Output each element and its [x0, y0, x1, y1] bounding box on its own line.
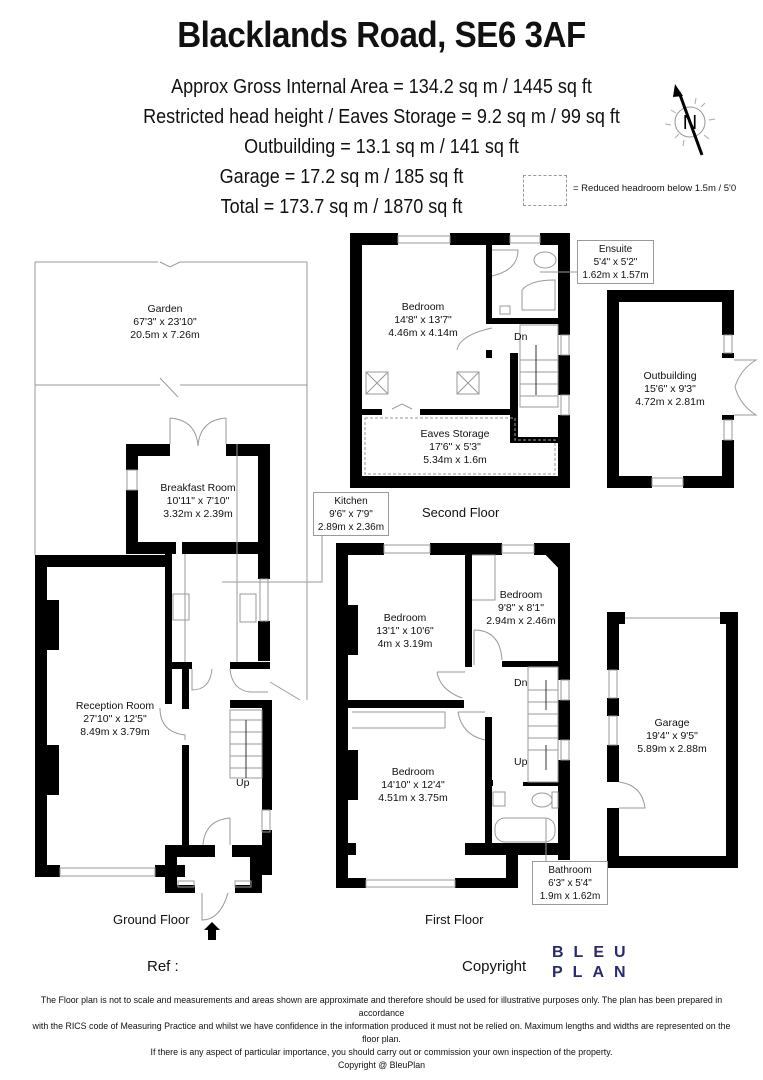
room-name: Kitchen: [334, 496, 368, 507]
room-dimensions-imperial: 19'4" x 9'5": [646, 730, 698, 742]
room-name: Garden: [147, 303, 183, 315]
room-dimensions-metric: 4.72m x 2.81m: [635, 396, 705, 408]
room-dimensions-metric: 4.46m x 4.14m: [388, 327, 458, 339]
room-garage: Garage 19'4" x 9'5" 5.89m x 2.88m: [622, 717, 722, 756]
callout-ensuite: Ensuite 5'4" x 5'2" 1.62m x 1.57m: [577, 240, 654, 284]
room-dimensions-metric: 4m x 3.19m: [377, 638, 433, 650]
room-name: Ensuite: [598, 244, 633, 255]
garden-outline: [34, 261, 308, 700]
room-name: Outbuilding: [643, 370, 697, 382]
room-dimensions-imperial: 27'10" x 12'5": [83, 713, 147, 725]
disclaimer-line: with the RICS code of Measuring Practice…: [32, 1021, 731, 1045]
stairs-down-first: Dn: [514, 677, 528, 689]
room-first-floor-bedroom-2: Bedroom 9'8" x 8'1" 2.94m x 2.46m: [476, 589, 566, 628]
floor-label-ground: Ground Floor: [113, 912, 190, 927]
room-dimensions-imperial: 14'10" x 12'4": [381, 779, 445, 791]
svg-text:N: N: [683, 112, 697, 134]
room-dimensions-metric: 5.34m x 1.6m: [423, 454, 487, 466]
room-reception: Reception Room 27'10" x 12'5" 8.49m x 3.…: [55, 700, 175, 739]
callout-bathroom: Bathroom 6'3" x 5'4" 1.9m x 1.62m: [532, 861, 608, 905]
room-breakfast: Breakfast Room 10'11" x 7'10" 3.32m x 2.…: [138, 482, 258, 521]
room-dimensions-imperial: 5'4" x 5'2": [593, 257, 638, 268]
floor-label-second: Second Floor: [422, 505, 500, 520]
room-dimensions-imperial: 9'8" x 8'1": [498, 602, 544, 614]
stairs-down-second: Dn: [514, 331, 528, 343]
room-dimensions-imperial: 15'6" x 9'3": [644, 383, 696, 395]
gross-internal-area: Approx Gross Internal Area = 134.2 sq m …: [171, 76, 592, 98]
north-compass-icon: N: [664, 84, 716, 156]
ground-floor-walls: [35, 444, 272, 893]
total-area: Total = 173.7 sq m / 1870 sq ft: [220, 196, 463, 218]
room-dimensions-metric: 2.94m x 2.46m: [486, 615, 556, 627]
room-name: Bedroom: [401, 301, 445, 313]
room-first-floor-bedroom-3: Bedroom 14'10" x 12'4" 4.51m x 3.75m: [363, 766, 463, 805]
disclaimer: The Floor plan is not to scale and measu…: [27, 994, 737, 1072]
room-dimensions-imperial: 9'6" x 7'9": [329, 509, 373, 520]
room-name: Bedroom: [499, 589, 543, 601]
garage-walls: [607, 612, 738, 868]
room-dimensions-imperial: 6'3" x 5'4": [548, 878, 592, 889]
room-dimensions-imperial: 17'6" x 5'3": [429, 441, 481, 453]
page-title: Blacklands Road, SE6 3AF: [177, 14, 586, 55]
room-first-floor-bedroom-1: Bedroom 13'1" x 10'6" 4m x 3.19m: [360, 612, 450, 651]
room-dimensions-imperial: 10'11" x 7'10": [166, 495, 230, 507]
copyright-label: Copyright: [462, 958, 527, 975]
room-dimensions-metric: 8.49m x 3.79m: [80, 726, 150, 738]
room-dimensions-metric: 5.89m x 2.88m: [637, 743, 707, 755]
room-outbuilding: Outbuilding 15'6" x 9'3" 4.72m x 2.81m: [620, 370, 720, 409]
stairs-up-first: Up: [514, 756, 528, 768]
room-name: Garage: [654, 717, 690, 729]
room-dimensions-metric: 20.5m x 7.26m: [130, 329, 200, 341]
room-dimensions-metric: 1.9m x 1.62m: [539, 891, 601, 902]
floor-label-first: First Floor: [425, 912, 484, 927]
eaves-storage-area: Restricted head height / Eaves Storage =…: [143, 106, 620, 128]
room-dimensions-imperial: 13'1" x 10'6": [376, 625, 434, 637]
room-name: Bedroom: [383, 612, 427, 624]
room-dimensions-metric: 4.51m x 3.75m: [378, 792, 448, 804]
room-dimensions-imperial: 14'8" x 13'7": [394, 314, 452, 326]
logo-line-1: BLEU: [552, 944, 636, 961]
bleuplan-logo: BLEU PLAN: [552, 943, 632, 983]
room-name: Bedroom: [391, 766, 435, 778]
room-second-floor-bedroom: Bedroom 14'8" x 13'7" 4.46m x 4.14m: [368, 301, 478, 340]
disclaimer-line: If there is any aspect of particular imp…: [150, 1047, 613, 1058]
reduced-headroom-legend-swatch: [523, 175, 567, 206]
room-name: Breakfast Room: [160, 482, 236, 494]
room-name: Reception Room: [75, 700, 155, 712]
disclaimer-line: The Floor plan is not to scale and measu…: [40, 995, 723, 1019]
stairs-up-ground: Up: [236, 777, 250, 789]
room-name: Eaves Storage: [420, 428, 490, 440]
outbuilding-area: Outbuilding = 13.1 sq m / 141 sq ft: [244, 136, 519, 158]
outbuilding-walls: [607, 290, 734, 488]
reference-label: Ref :: [147, 958, 179, 975]
callout-kitchen: Kitchen 9'6" x 7'9" 2.89m x 2.36m: [313, 492, 389, 536]
garage-area: Garage = 17.2 sq m / 185 sq ft: [219, 166, 464, 188]
logo-line-2: PLAN: [552, 964, 636, 981]
room-garden: Garden 67'3" x 23'10" 20.5m x 7.26m: [95, 303, 235, 342]
entrance-arrow-icon: [204, 922, 220, 940]
room-dimensions-metric: 2.89m x 2.36m: [317, 522, 385, 533]
room-dimensions-metric: 1.62m x 1.57m: [582, 270, 649, 281]
room-eaves-storage: Eaves Storage 17'6" x 5'3" 5.34m x 1.6m: [400, 428, 510, 467]
reduced-headroom-legend: = Reduced headroom below 1.5m / 5'0: [573, 183, 737, 194]
room-dimensions-metric: 3.32m x 2.39m: [163, 508, 233, 520]
disclaimer-copyright: Copyright @ BleuPlan: [337, 1060, 426, 1071]
first-floor-walls: [336, 543, 570, 888]
room-name: Bathroom: [548, 865, 592, 876]
room-dimensions-imperial: 67'3" x 23'10": [133, 316, 197, 328]
